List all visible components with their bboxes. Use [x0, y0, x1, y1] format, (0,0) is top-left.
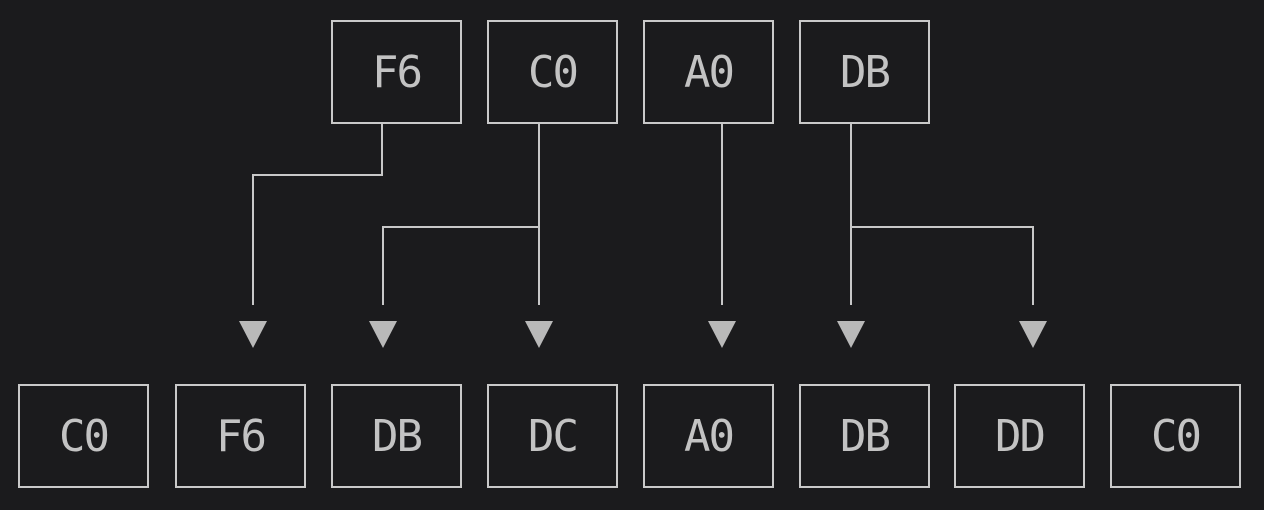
arrowhead-icon [1019, 321, 1047, 348]
edge-t3-b6 [851, 226, 1034, 305]
arrowhead-icon [525, 321, 553, 348]
node-bottom-4: A0 [643, 384, 774, 488]
node-bottom-1: F6 [175, 384, 306, 488]
node-top-3: DB [799, 20, 930, 124]
arrowhead-icon [708, 321, 736, 348]
node-bottom-0: C0 [18, 384, 149, 488]
arrowhead-icon [837, 321, 865, 348]
node-bottom-6: DD [954, 384, 1085, 488]
node-top-1: C0 [487, 20, 618, 124]
edge-t0-b1 [252, 124, 383, 305]
arrowhead-icon [369, 321, 397, 348]
node-bottom-2: DB [331, 384, 462, 488]
node-top-2: A0 [643, 20, 774, 124]
arrowhead-icon [239, 321, 267, 348]
node-bottom-5: DB [799, 384, 930, 488]
node-bottom-7: C0 [1110, 384, 1241, 488]
edge-t1-b2 [382, 226, 539, 305]
node-bottom-3: DC [487, 384, 618, 488]
node-top-0: F6 [331, 20, 462, 124]
